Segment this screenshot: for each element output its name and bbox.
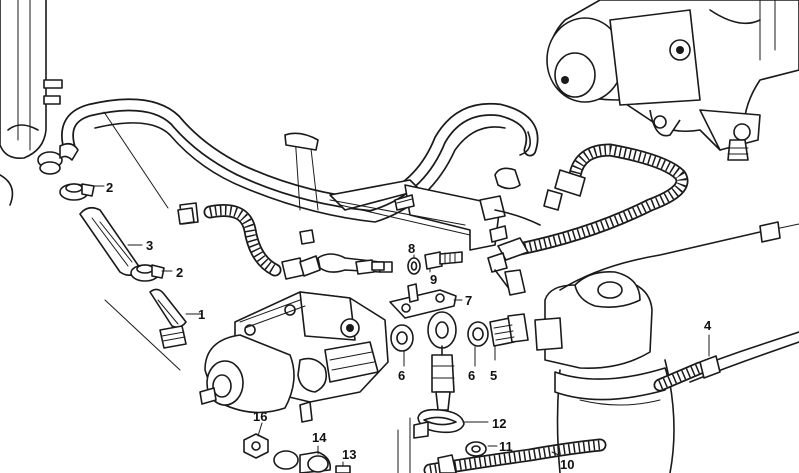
banjo-bolt — [489, 313, 529, 347]
callout-8: 8 — [408, 241, 415, 256]
return-hose-middle — [179, 202, 393, 280]
washer-bottom — [465, 441, 487, 457]
callout-16: 16 — [253, 409, 267, 424]
callout-7: 7 — [465, 293, 472, 308]
lock-washer — [407, 257, 421, 275]
return-hose-bottom — [423, 438, 607, 473]
pump-reservoir-right — [534, 270, 675, 473]
callout-13: 13 — [342, 447, 356, 462]
callout-2-lower: 2 — [176, 265, 183, 280]
hose-clamp-bottom — [397, 408, 465, 473]
bleed-screw — [355, 259, 385, 275]
rubber-bushing — [273, 450, 332, 473]
mounting-bracket — [284, 132, 508, 251]
return-pipe — [559, 221, 799, 392]
callout-11: 11 — [499, 439, 513, 454]
callout-labels: 1 2 2 3 4 5 6 6 7 8 9 10 11 12 13 14 16 — [106, 180, 712, 472]
bolt-item — [424, 251, 463, 270]
callout-4: 4 — [704, 318, 712, 333]
leader-lines — [93, 111, 710, 467]
callout-6-left: 6 — [398, 368, 405, 383]
high-pressure-hose-right — [479, 143, 689, 296]
steering-gear-box — [546, 0, 799, 161]
union-fitting — [149, 288, 187, 349]
suction-hose — [79, 206, 141, 276]
support-bracket — [389, 283, 457, 319]
hose-clamp-upper — [59, 183, 95, 201]
pressure-pipe-assembly — [61, 98, 539, 223]
stud-item — [335, 465, 351, 473]
callout-6-right: 6 — [468, 368, 475, 383]
callout-1: 1 — [198, 307, 205, 322]
hose-clamp-top — [494, 167, 521, 190]
power-steering-pump — [199, 291, 389, 423]
banjo-hose-end — [427, 311, 457, 411]
hose-clamp-lower — [130, 264, 165, 282]
fluid-reservoir — [0, 0, 63, 206]
nut-item — [243, 433, 269, 459]
callout-3: 3 — [146, 238, 153, 253]
callout-12: 12 — [492, 416, 506, 431]
hose-fitting-small — [177, 207, 315, 245]
callout-10: 10 — [560, 457, 574, 472]
sealing-washer-left — [390, 324, 414, 352]
callout-2-upper: 2 — [106, 180, 113, 195]
reservoir-outlet — [37, 142, 79, 175]
callout-5: 5 — [490, 368, 497, 383]
sealing-washer-right — [467, 321, 489, 347]
callout-14: 14 — [312, 430, 327, 445]
callout-9: 9 — [430, 272, 437, 287]
